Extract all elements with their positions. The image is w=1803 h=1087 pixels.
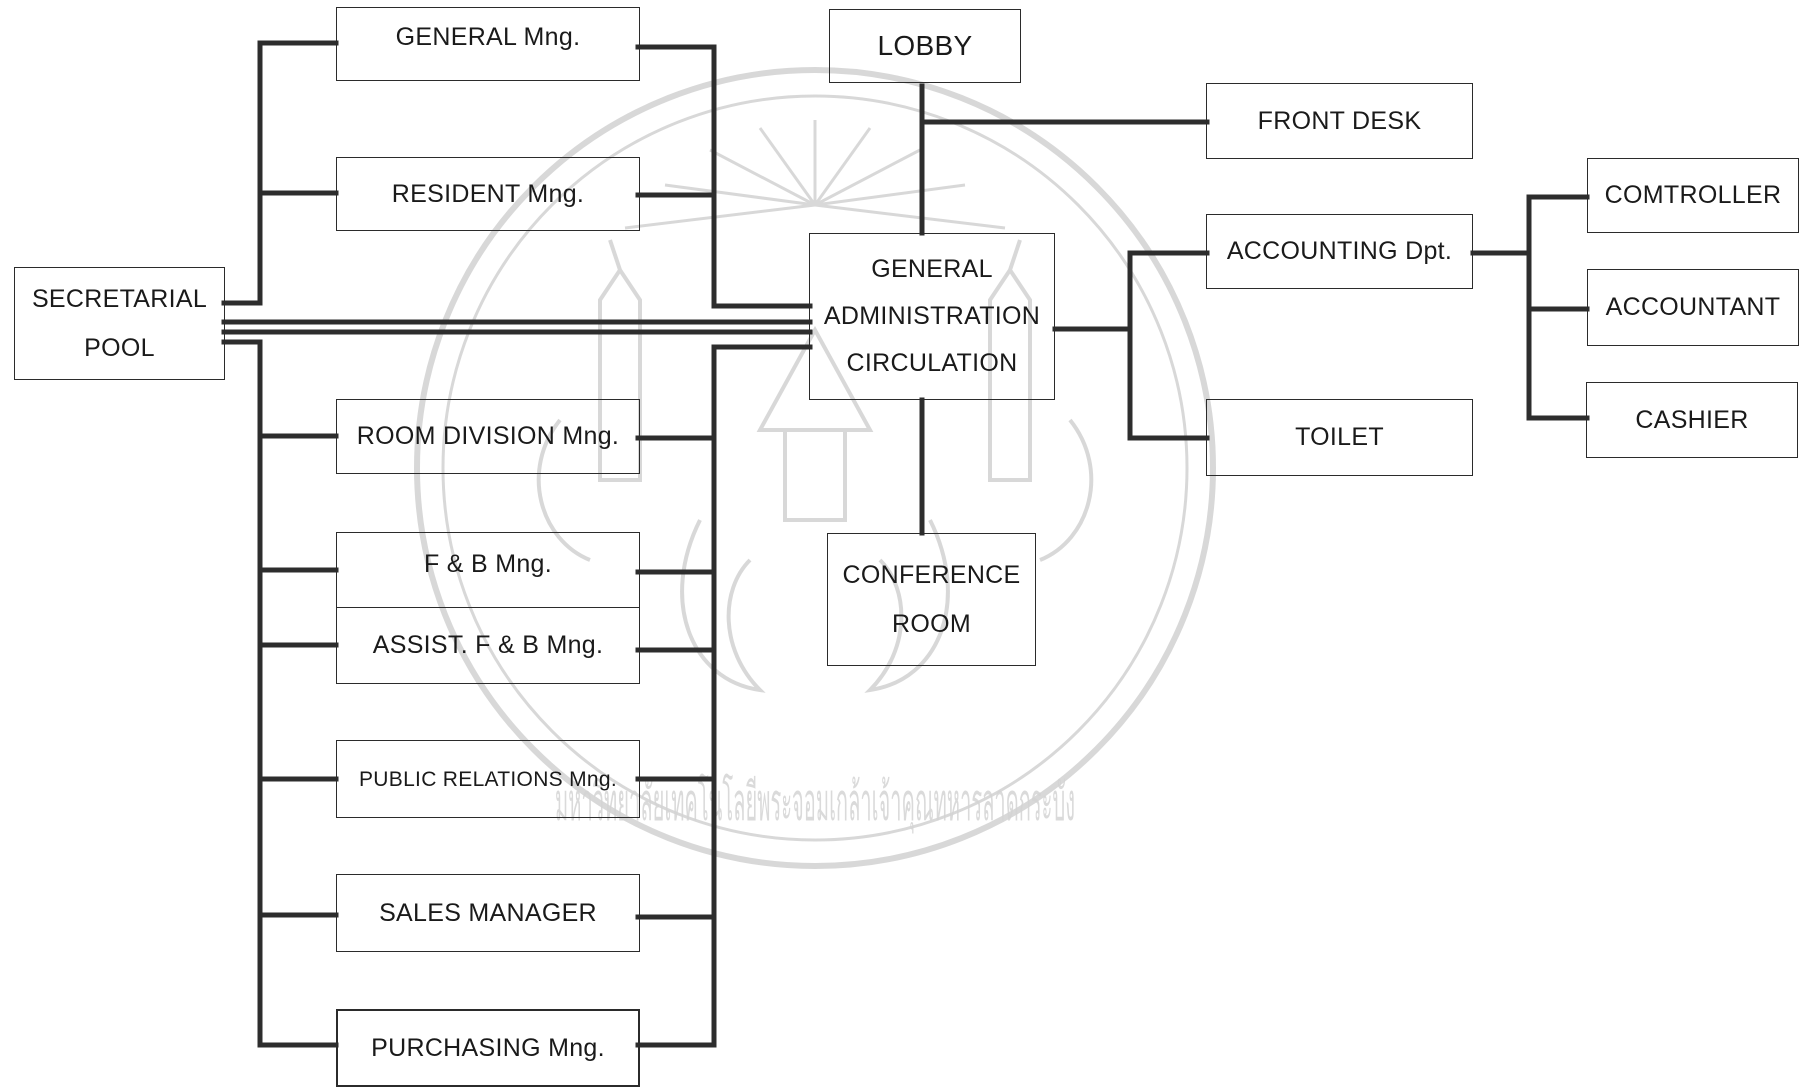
conference-room-label-line2: ROOM [892,609,971,638]
general-administration-label-line2: ADMINISTRATION [823,302,1041,330]
secretarial-pool-label-line1: SECRETARIAL [31,284,208,313]
general-administration-box: GENERAL ADMINISTRATION CIRCULATION [809,233,1055,400]
general-administration-label-line1: GENERAL [871,255,993,283]
toilet-box: TOILET [1206,399,1473,476]
general-administration-label-line3: CIRCULATION [846,349,1018,377]
purchasing-mng-box: PURCHASING Mng. [336,1009,640,1087]
toilet-label: TOILET [1295,423,1384,451]
assist-fb-mng-box: ASSIST. F & B Mng. [336,607,640,684]
comtroller-label: COMTROLLER [1604,181,1782,209]
accounting-dpt-label: ACCOUNTING Dpt. [1226,237,1453,265]
public-relations-mng-label: PUBLIC RELATIONS Mng. [359,767,617,791]
room-division-mng-box: ROOM DIVISION Mng. [336,399,640,474]
general-mng-box: GENERAL Mng. [336,7,640,81]
conference-room-box: CONFERENCE ROOM [827,533,1036,666]
purchasing-mng-label: PURCHASING Mng. [371,1033,605,1062]
accounting-dpt-box: ACCOUNTING Dpt. [1206,214,1473,289]
sales-manager-box: SALES MANAGER [336,874,640,952]
room-division-mng-label: ROOM DIVISION Mng. [356,422,620,450]
lobby-label: LOBBY [877,30,973,61]
public-relations-mng-box: PUBLIC RELATIONS Mng. [336,740,640,818]
fb-mng-box: F & B Mng. [336,532,640,608]
resident-mng-label: RESIDENT Mng. [391,179,585,208]
sales-manager-label: SALES MANAGER [379,898,597,927]
cashier-box: CASHIER [1586,382,1798,458]
secretarial-pool-label-line2: POOL [84,333,155,362]
accountant-label: ACCOUNTANT [1605,293,1781,321]
fb-mng-label: F & B Mng. [423,549,553,578]
cashier-label: CASHIER [1635,405,1749,434]
conference-room-label-line1: CONFERENCE [842,560,1021,589]
secretarial-pool-box: SECRETARIAL POOL [14,267,225,380]
comtroller-box: COMTROLLER [1587,158,1799,233]
lobby-box: LOBBY [829,9,1021,83]
seal-watermark-text: มหาวิทยาลัยเทคโนโลยีพระจอมเกล้าเจ้าคุณทห… [555,773,1075,834]
resident-mng-box: RESIDENT Mng. [336,157,640,231]
assist-fb-mng-label: ASSIST. F & B Mng. [372,631,604,659]
front-desk-box: FRONT DESK [1206,83,1473,159]
front-desk-label: FRONT DESK [1257,106,1422,135]
accountant-box: ACCOUNTANT [1587,269,1799,346]
general-mng-label: GENERAL Mng. [395,22,581,51]
